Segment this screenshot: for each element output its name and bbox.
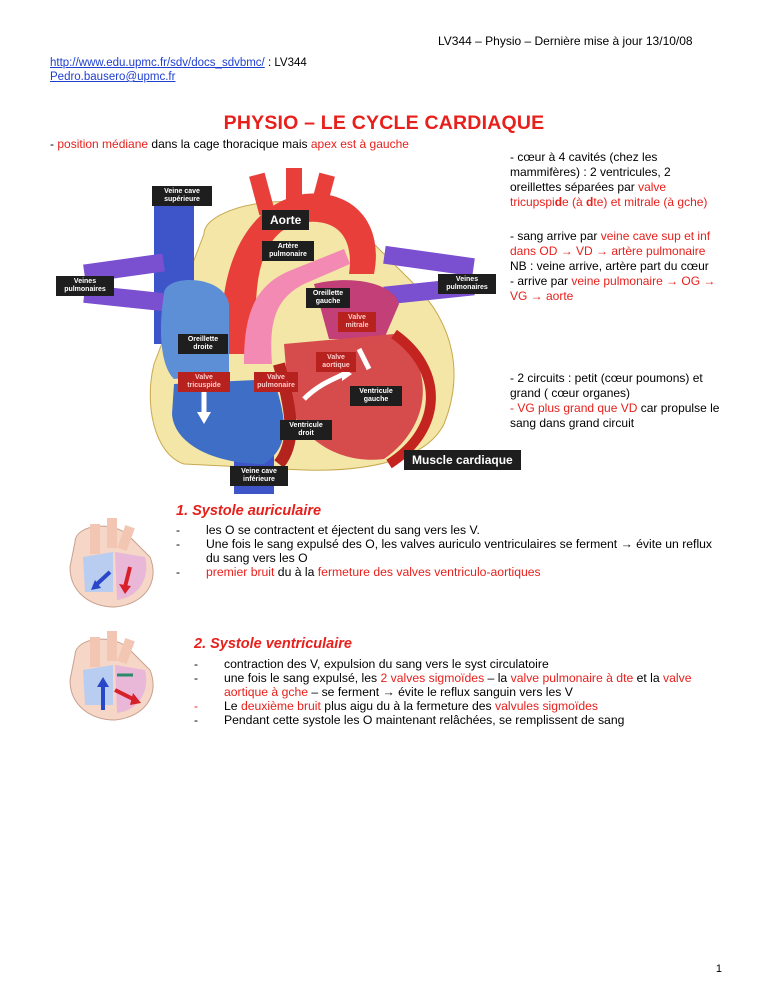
side-paragraph-cavites: - cœur à 4 cavités (chez les mammifères)…: [510, 150, 708, 209]
page-title: PHYSIO – LE CYCLE CARDIAQUE: [223, 112, 545, 134]
label-valve-mitrale: Valve mitrale: [338, 312, 376, 332]
header-links: http://www.edu.upmc.fr/sdv/docs_sdvbmc/ …: [50, 56, 307, 84]
label-muscle-cardiaque: Muscle cardiaque: [404, 450, 521, 470]
section2-bullets: -contraction des V, expulsion du sang ve…: [194, 657, 721, 727]
small-heart-icon-2: [69, 631, 154, 721]
label-aorte: Aorte: [262, 210, 310, 230]
label-oreillette-gauche: Oreillette gauche: [306, 288, 350, 308]
course-url-link[interactable]: http://www.edu.upmc.fr/sdv/docs_sdvbmc/: [50, 57, 265, 69]
label-artere-pulmonaire: Artère pulmonaire: [262, 241, 314, 261]
section2-title: 2. Systole ventriculaire: [194, 636, 352, 652]
course-code: : LV344: [264, 57, 307, 69]
heart-diagram: Veine cave supérieure Aorte Artère pulmo…: [54, 164, 528, 494]
list-item: -Une fois le sang expulsé des O, les val…: [176, 537, 713, 565]
label-veine-cave-superieure: Veine cave supérieure: [152, 186, 212, 206]
label-valve-aortique: Valve aortique: [316, 352, 356, 372]
systole-auriculaire-figure: [55, 512, 167, 612]
label-ventricule-gauche: Ventricule gauche: [350, 386, 402, 406]
section1-bullets: -les O se contractent et éjectent du san…: [176, 523, 721, 579]
label-veines-pulmonaires-left: Veines pulmonaires: [56, 276, 114, 296]
page-number: 1: [715, 963, 722, 975]
label-valve-pulmonaire: Valve pulmonaire: [254, 372, 298, 392]
label-veine-cave-inferieure: Veine cave inférieure: [230, 466, 288, 486]
email-link[interactable]: Pedro.bausero@upmc.fr: [50, 71, 176, 83]
side-paragraph-circulation: - sang arrive par veine cave sup et inf …: [510, 229, 716, 303]
systole-ventriculaire-figure: [55, 625, 167, 725]
list-item: -Pendant cette systole les O maintenant …: [194, 713, 625, 727]
list-item: -contraction des V, expulsion du sang ve…: [194, 657, 549, 671]
running-header: LV344 – Physio – Dernière mise à jour 13…: [438, 34, 693, 48]
list-item: -une fois le sang expulsé, les 2 valves …: [194, 671, 692, 699]
label-oreillette-droite: Oreillette droite: [178, 334, 228, 354]
section1-title: 1. Systole auriculaire: [176, 503, 322, 519]
label-veines-pulmonaires-right: Veines pulmonaires: [438, 274, 496, 294]
side-paragraph-circuits: - 2 circuits : petit (cœur poumons) et g…: [510, 371, 720, 430]
list-item: -premier bruit du à la fermeture des val…: [176, 565, 541, 579]
label-ventricule-droit: Ventricule droit: [280, 420, 332, 440]
list-item: -Le deuxième bruit plus aigu du à la fer…: [194, 699, 598, 713]
small-heart-icon-1: [69, 518, 154, 608]
intro-line: - position médiane dans la cage thoraciq…: [50, 137, 409, 151]
label-valve-tricuspide: Valve tricuspide: [178, 372, 230, 392]
list-item: -les O se contractent et éjectent du san…: [176, 523, 480, 537]
